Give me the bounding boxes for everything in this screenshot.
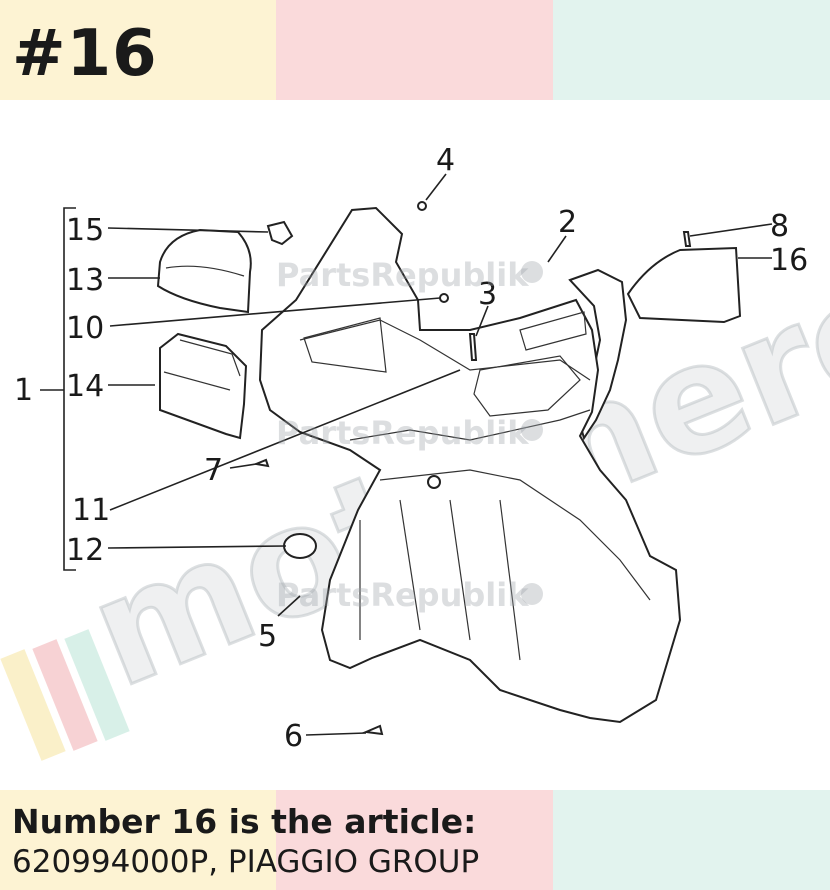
- header-band-yellow: [0, 0, 276, 100]
- callout-11: 11: [72, 493, 110, 528]
- callout-4: 4: [436, 143, 455, 178]
- part-8-screw: [682, 231, 692, 247]
- header-band: [0, 0, 830, 100]
- callout-5: 5: [258, 619, 277, 654]
- callout-2: 2: [558, 205, 577, 240]
- watermark-partsrepublik-1: PartsRepublik: [276, 256, 529, 294]
- footer-band-yellow: [0, 790, 276, 890]
- article-number: 620994000P, PIAGGIO GROUP: [12, 844, 480, 880]
- callout-7: 7: [204, 453, 223, 488]
- part-3-screw: [468, 333, 478, 361]
- gear-icon: [521, 261, 543, 605]
- watermark-partsrepublik-3: PartsRepublik: [276, 576, 529, 614]
- part-4-clip: [417, 201, 427, 211]
- footer-band-mint: [553, 790, 830, 890]
- callout-14: 14: [66, 369, 104, 404]
- part-7-screw: [252, 458, 270, 468]
- callout-10: 10: [66, 311, 104, 346]
- watermark-partsrepublik-2: PartsRepublik: [276, 414, 529, 452]
- color-stripes-watermark: [0, 629, 130, 761]
- callout-12: 12: [66, 533, 104, 568]
- callout-6: 6: [284, 719, 303, 754]
- header-band-pink: [276, 0, 553, 100]
- callout-15: 15: [66, 213, 104, 248]
- parts-diagram: motomercia: [0, 143, 830, 761]
- footer-band: [0, 790, 830, 890]
- footer-band-pink: [276, 790, 553, 890]
- part-5-screw: [427, 475, 441, 489]
- part-10-nut: [439, 293, 449, 303]
- article-caption: Number 16 is the article:: [12, 802, 477, 841]
- part-6-screw: [362, 724, 384, 736]
- header-band-mint: [553, 0, 830, 100]
- group-bracket: [63, 207, 76, 571]
- callout-16: 16: [770, 243, 808, 278]
- callout-3: 3: [478, 277, 497, 312]
- part-14-box: [159, 332, 248, 440]
- callout-13: 13: [66, 263, 104, 298]
- part-13-lid: [156, 228, 252, 314]
- part-12-grommet: [283, 533, 317, 559]
- callout-1: 1: [14, 373, 33, 408]
- part-16-cover: [626, 246, 742, 324]
- callout-8: 8: [770, 209, 789, 244]
- part-15-clip: [266, 220, 294, 246]
- page-title: #16: [12, 17, 158, 91]
